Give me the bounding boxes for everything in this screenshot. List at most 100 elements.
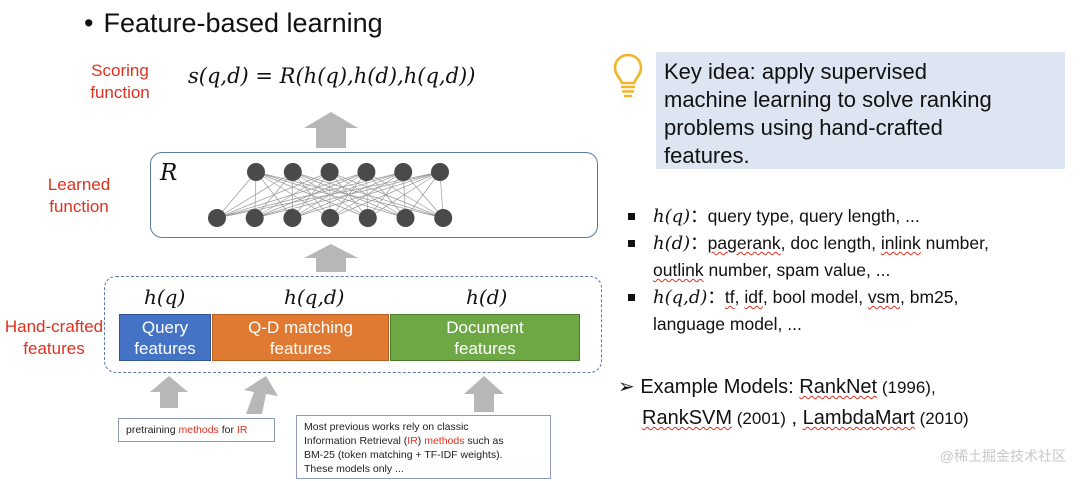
hand-crafted-features-label: Hand-crafted features xyxy=(0,316,108,360)
network-node-top xyxy=(247,163,265,181)
network-edge xyxy=(329,171,441,219)
hqd-header: h(q,d) xyxy=(284,285,345,309)
network-edge xyxy=(216,171,404,219)
note2-line1: Most previous works rely on classic xyxy=(304,421,469,433)
lightbulb-icon xyxy=(613,53,643,98)
network-node-bottom xyxy=(396,209,415,227)
scoring-function-label: Scoring function xyxy=(80,60,160,104)
query-features-box: Query features xyxy=(119,314,211,361)
bullet-colon: ： xyxy=(707,287,725,307)
pretraining-note: pretraining methods for IR xyxy=(118,418,275,442)
model-ranknet: RankNet xyxy=(799,376,878,398)
title-bullet: • xyxy=(84,8,94,38)
example-prefix: Example Models: xyxy=(640,376,800,398)
bullet-hq-math: h(q) xyxy=(653,206,691,227)
note2-l2a: Information Retrieval ( xyxy=(304,435,408,447)
network-edge xyxy=(405,171,441,219)
network-edge xyxy=(216,171,330,219)
bullet-hqd-tf: tf xyxy=(724,287,735,307)
arrow-up-to-scoring xyxy=(304,112,358,148)
note1-text-a: pretraining xyxy=(126,424,179,436)
learned-label-line1: Learned xyxy=(47,175,111,194)
note2-line4: These models only ... xyxy=(304,463,404,475)
network-edge xyxy=(367,171,441,219)
bullet-marker xyxy=(628,240,635,247)
note2-line3: BM-25 (token matching + TF-IDF weights). xyxy=(304,449,503,461)
network-node-bottom xyxy=(434,209,453,227)
network-node-top xyxy=(357,163,376,181)
network-edge xyxy=(216,171,367,219)
arrow-up-qd xyxy=(244,376,278,414)
bullet-hqd-text-d: , bool model, xyxy=(762,287,868,307)
bullet-hqd-idf: idf xyxy=(744,287,763,307)
bullet-hq: h(q)：query type, query length, ... xyxy=(628,203,1068,230)
network-node-bottom xyxy=(283,209,302,227)
network-edge xyxy=(292,171,441,219)
network-edge xyxy=(254,171,441,219)
bullet-hd-pagerank: pagerank xyxy=(707,233,781,253)
example-line2: RankSVM (2001) , LambdaMart (2010) xyxy=(618,403,1078,434)
note1-text-b: for xyxy=(218,424,237,436)
hd-header: h(d) xyxy=(466,285,508,309)
feature-group-box xyxy=(104,276,602,373)
network-node-top xyxy=(320,163,339,181)
example-models: ➢ Example Models: RankNet (1996), RankSV… xyxy=(618,372,1078,434)
hand-label-line1: Hand-crafted xyxy=(4,317,104,336)
note2-l2c: such as xyxy=(464,435,504,447)
qd-matching-features-box: Q-D matching features xyxy=(212,314,389,361)
query-features-line1: Query xyxy=(141,317,189,337)
bullet-hqd-math: h(q,d) xyxy=(653,287,708,308)
key-idea-line2: machine learning to solve ranking xyxy=(664,87,992,112)
previous-works-note: Most previous works rely on classic Info… xyxy=(296,415,551,479)
network-node-bottom xyxy=(321,209,340,227)
scoring-formula: s(q,d) = R(h(q),h(d),h(q,d)) xyxy=(188,64,476,88)
note2-methods: methods xyxy=(424,435,465,447)
query-features-line2: features xyxy=(134,338,196,358)
bullet-hd-text-b: , doc length, xyxy=(780,233,881,253)
model-ranknet-year: (1996), xyxy=(877,378,936,397)
note2-ir: IR xyxy=(407,435,418,447)
example-sep: , xyxy=(785,407,803,429)
model-ranksvm-year: (2001) xyxy=(732,409,786,428)
arrow-up-query xyxy=(150,376,188,408)
network-node-top xyxy=(283,163,302,181)
bullet-hd-text-d: number, xyxy=(920,233,989,253)
slide-title: •Feature-based learning xyxy=(84,8,383,39)
key-idea-line1: Key idea: apply supervised xyxy=(664,59,927,84)
arrow-up-to-learned xyxy=(304,244,358,272)
note1-ir: IR xyxy=(236,424,248,436)
bullet-hqd-vsm: vsm xyxy=(867,287,900,307)
arrow-up-doc xyxy=(464,376,504,412)
bullet-marker xyxy=(628,294,635,301)
network-connections xyxy=(216,171,444,219)
bullet-hd-inlink: inlink xyxy=(880,233,921,253)
hq-header: h(q) xyxy=(144,285,186,309)
watermark: @稀土掘金技术社区 xyxy=(939,448,1066,464)
network-node-top xyxy=(394,163,413,181)
learned-function-box xyxy=(150,152,598,238)
bullet-hq-text: query type, query length, ... xyxy=(707,206,920,226)
bullet-hqd-text-g: language model, ... xyxy=(653,314,802,334)
bullet-hd: h(d)：pagerank, doc length, inlink number… xyxy=(628,230,1068,284)
model-lambdamart: LambdaMart xyxy=(802,407,915,429)
network-node-bottom xyxy=(245,209,264,227)
scoring-label-line2: function xyxy=(90,83,150,102)
document-features-box: Document features xyxy=(390,314,580,361)
key-idea-line3: problems using hand-crafted xyxy=(664,115,943,140)
qd-features-line1: Q-D matching xyxy=(248,317,353,337)
bullet-hd-text-f: number, spam value, ... xyxy=(703,260,891,280)
doc-features-line2: features xyxy=(454,338,516,358)
network-nodes xyxy=(208,163,453,227)
doc-features-line1: Document xyxy=(446,317,524,337)
key-idea-box: Key idea: apply supervised machine learn… xyxy=(656,52,1065,169)
bullet-colon: ： xyxy=(690,206,708,226)
network-edge xyxy=(216,171,293,219)
learned-label-line2: function xyxy=(49,197,109,216)
note2-l2b: ) xyxy=(417,435,425,447)
bullet-marker xyxy=(628,213,635,220)
bullet-hqd-sep: , xyxy=(734,287,745,307)
model-lambdamart-year: (2010) xyxy=(914,409,969,428)
network-node-bottom xyxy=(208,209,226,227)
key-idea-line4: features. xyxy=(664,143,750,168)
